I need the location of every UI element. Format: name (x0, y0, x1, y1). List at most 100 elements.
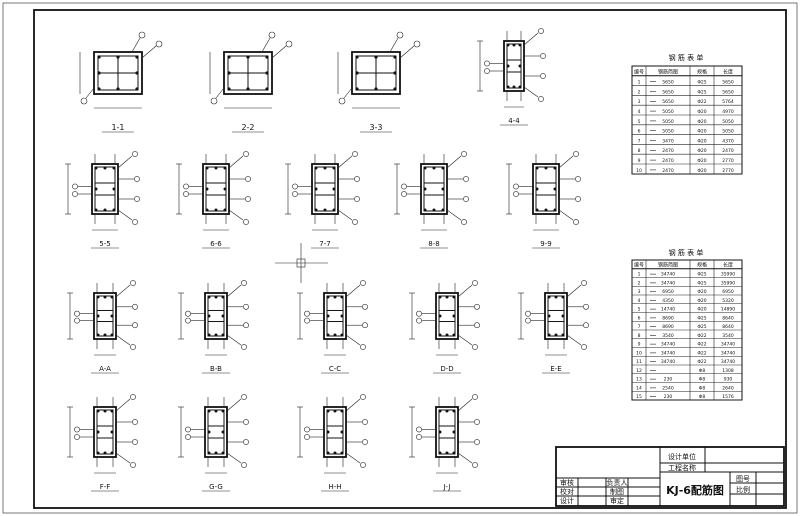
rebar-dot (246, 87, 250, 91)
rebar-dot (207, 409, 211, 413)
rebar-dot (96, 314, 100, 318)
rebar-dot (518, 85, 522, 89)
tb-check: 校对 (560, 487, 574, 496)
rebar-dot (333, 333, 337, 337)
callout-bubble (472, 280, 478, 286)
callout-bubble (132, 419, 138, 425)
table-cell: 34740 (661, 342, 675, 348)
callout-bubble (474, 322, 480, 329)
table-cell: Φ22 (697, 359, 706, 365)
rebar-dot (423, 187, 427, 191)
callout-bubble (581, 344, 587, 350)
table-cell: 11 (636, 359, 642, 365)
rebar-dot (393, 71, 397, 75)
table-cell: 15 (636, 394, 642, 400)
table-cell: Φ22 (697, 350, 706, 356)
section-label: J-J (443, 483, 451, 491)
table-cell: Φ25 (697, 80, 706, 86)
rebar-dot (221, 314, 225, 318)
callout-bubble (463, 196, 469, 202)
section-detail: 4-4 (477, 28, 546, 126)
callout-bubble (575, 196, 581, 202)
callout-bubble (362, 419, 368, 425)
rebar-dot (544, 208, 548, 212)
callout-bubble (583, 303, 589, 310)
table-cell: Φ8 (699, 385, 706, 391)
rebar-dot (103, 333, 107, 337)
rebar-dot (214, 451, 218, 455)
rebar-dot (326, 409, 330, 413)
rebar-dot (97, 87, 101, 91)
rebar-dot (94, 208, 98, 212)
section-label: 7-7 (319, 240, 330, 248)
table-cell: 2770 (722, 158, 734, 164)
table-cell: Φ20 (697, 148, 706, 154)
table-cell: 2 (638, 280, 641, 286)
rebar-dot (432, 208, 436, 212)
table-cell: 230 (664, 394, 673, 400)
rebar-dot (553, 166, 557, 170)
rebar-dot (438, 409, 442, 413)
rebar-dot (547, 295, 551, 299)
table-cell: 12 (636, 368, 642, 374)
rebar-dot (547, 333, 551, 337)
section-label: 4-4 (508, 117, 520, 125)
rebar-dot (332, 208, 336, 212)
rebar-dot (207, 314, 211, 318)
table-cell: 6950 (662, 289, 674, 295)
section-detail: 9-9 (506, 151, 581, 249)
tb-project-name: 工程名称 (668, 463, 696, 472)
rebar-dot (214, 166, 218, 170)
section-label: 3-3 (369, 123, 382, 132)
callout-bubble (540, 53, 546, 59)
rebar-dot (355, 71, 359, 75)
rebar-dot (223, 208, 227, 212)
table-header: 编号 (634, 68, 644, 75)
rebar-dot (518, 43, 522, 47)
tb-approve: 审定 (610, 496, 624, 505)
rebar-dot (554, 295, 558, 299)
rebar-dot (97, 55, 101, 59)
rebar-dot (221, 295, 225, 299)
table-header: 规格 (697, 68, 707, 75)
rebar-dot (333, 409, 337, 413)
table-cell: Φ20 (697, 138, 706, 144)
table-cell: 930 (724, 377, 733, 383)
rebar-dot (112, 208, 116, 212)
rebar-dot (438, 314, 442, 318)
table-header: 长度 (723, 261, 733, 268)
callout-bubble (362, 439, 368, 445)
callout-bubble (134, 176, 140, 182)
table-cell: 34740 (721, 350, 735, 356)
rebar-dot (506, 43, 510, 47)
table-cell: Φ20 (697, 119, 706, 125)
table-cell: 8640 (722, 324, 734, 330)
rebar-dot (265, 55, 269, 59)
table-cell: Φ20 (697, 289, 706, 295)
callout-bubble (243, 419, 249, 425)
rebar-dot (205, 166, 209, 170)
callout-bubble (575, 176, 581, 182)
rebar-dot (221, 333, 225, 337)
section-label: F-F (100, 483, 111, 491)
table-cell: 5050 (722, 129, 734, 135)
callout-bubble (540, 73, 546, 79)
rebar-dot (355, 55, 359, 59)
rebar-dot (445, 451, 449, 455)
table-cell: 14890 (721, 307, 735, 313)
callout-bubble (472, 394, 478, 400)
rebar-dot (554, 333, 558, 337)
tb-lead: 负责人 (607, 478, 628, 487)
section-detail: B-B (178, 280, 249, 374)
rebar-dot (438, 451, 442, 455)
rebar-dot (110, 430, 114, 434)
callout-bubble (130, 280, 136, 286)
rebar-dot (110, 333, 114, 337)
rebar-dot (332, 166, 336, 170)
callout-bubble (245, 176, 251, 182)
section-detail: H-H (297, 394, 368, 492)
table-cell: 5 (638, 119, 641, 125)
rebar-dot (246, 55, 250, 59)
rebar-dot (265, 87, 269, 91)
